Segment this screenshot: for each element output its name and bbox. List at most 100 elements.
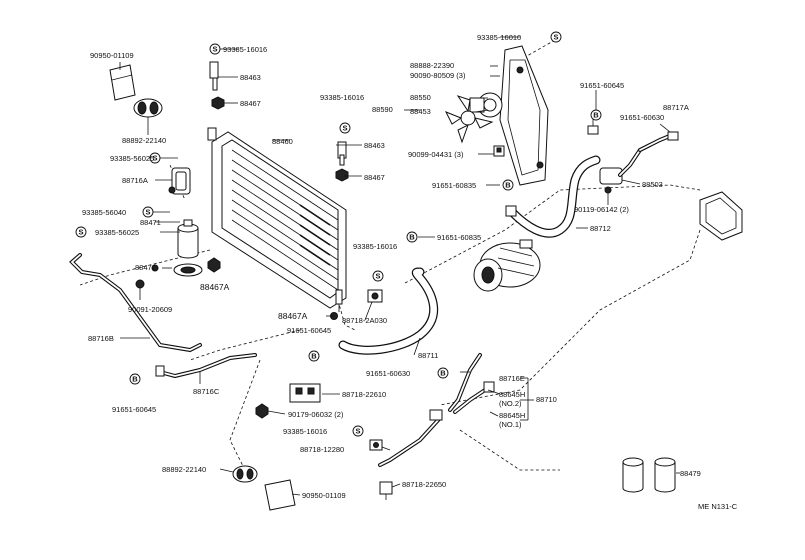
label-l29: 91651-60835 <box>437 233 481 242</box>
label-l31: 88467A <box>278 311 308 321</box>
clamp-88718-12280 <box>369 439 383 451</box>
fan-bracket-88888 <box>499 45 549 186</box>
bracket-88718-22610 <box>289 383 321 403</box>
svg-text:B: B <box>440 369 446 378</box>
label-l41: 88718-22610 <box>342 390 386 399</box>
symbol-s-3: S <box>142 206 154 218</box>
label-l30: 93385-16016 <box>353 242 397 251</box>
svg-text:B: B <box>132 375 138 384</box>
label-l14: 90091-20609 <box>128 305 172 314</box>
symbol-b-3: B <box>502 179 514 191</box>
label-l28: 91651-60835 <box>432 181 476 190</box>
symbol-s-8: S <box>352 425 364 437</box>
label-l33: 91651-60645 <box>287 326 331 335</box>
grommet-88892-top <box>133 98 163 118</box>
svg-text:S: S <box>78 228 83 237</box>
label-l22: 88888-22390 <box>410 61 454 70</box>
label-l15: 88716B <box>88 334 114 343</box>
evaporator-unit <box>699 191 743 241</box>
symbol-b-6: B <box>437 367 449 379</box>
pipe-88710 <box>378 381 495 467</box>
leader-lines <box>119 36 680 496</box>
svg-text:B: B <box>505 181 511 190</box>
symbols: S S S S S S S S B B B B B B <box>75 31 602 437</box>
fitting-88717A <box>667 131 679 141</box>
label-l49: 88710 <box>536 395 557 404</box>
label-l51: (NO.1) <box>499 420 522 429</box>
label-l27: 90099-04431 (3) <box>408 150 464 159</box>
label-l19: 88463 <box>364 141 385 150</box>
receiver-bracket-88716A <box>168 167 191 195</box>
label-l42: 90179-06032 (2) <box>288 410 344 419</box>
label-l21: 93385-16010 <box>477 33 521 42</box>
symbol-b-1: B <box>129 373 141 385</box>
label-l40: 88712 <box>590 224 611 233</box>
desiccant-88479 <box>622 457 676 493</box>
svg-text:S: S <box>342 124 347 133</box>
svg-text:S: S <box>375 272 380 281</box>
label-l09: 93385-56040 <box>82 208 126 217</box>
symbol-s-5: S <box>339 122 351 134</box>
label-l54: 88718-22650 <box>402 480 446 489</box>
label-l16: 88716C <box>193 387 220 396</box>
label-l12: 88472 <box>135 263 156 272</box>
label-l20: 88467 <box>364 173 385 182</box>
pipe-88716B <box>69 253 202 353</box>
label-l47: 88645H <box>499 390 525 399</box>
label-l25: 88453 <box>410 107 431 116</box>
label-l36: 91651-60630 <box>620 113 664 122</box>
symbol-s-4: S <box>75 226 87 238</box>
label-l48: (NO.2) <box>499 399 522 408</box>
pipe-88716C <box>155 353 257 379</box>
fan-88453 <box>444 95 494 144</box>
label-l53: 90950-01109 <box>302 491 346 500</box>
label-l17: 91651-60645 <box>112 405 156 414</box>
label-l35: 91651-60645 <box>580 81 624 90</box>
svg-text:B: B <box>409 233 415 242</box>
label-l45: 91651-60630 <box>366 369 410 378</box>
symbol-s-7: S <box>372 270 384 282</box>
label-l55: 88479 <box>680 469 701 478</box>
label-l32: 88718-2A030 <box>342 316 387 325</box>
svg-text:B: B <box>311 352 317 361</box>
label-l03: 93385-16016 <box>223 45 267 54</box>
label-l46: 88716E <box>499 374 525 383</box>
label-l56: ME N131-C <box>698 502 738 511</box>
label-l26: 88590 <box>372 105 393 114</box>
svg-text:S: S <box>212 45 217 54</box>
bolt-90091 <box>135 279 145 300</box>
label-l02: 88892-22140 <box>122 136 166 145</box>
fitting-88718-2A030 <box>367 289 383 303</box>
svg-text:S: S <box>355 427 360 436</box>
nut-88467-mid <box>335 168 349 182</box>
label-l06: 88460 <box>272 137 293 146</box>
bracket-88472 <box>151 263 203 277</box>
symbol-s-2: S <box>149 152 161 164</box>
symbol-s-6: S <box>550 31 562 43</box>
receiver-88471 <box>177 219 199 259</box>
bracket-88463-top <box>209 61 238 91</box>
svg-text:B: B <box>593 111 599 120</box>
symbol-b-2: B <box>406 231 418 243</box>
label-l07: 93385-56025 <box>110 154 154 163</box>
label-l37: 88717A <box>663 103 689 112</box>
svg-text:S: S <box>553 33 558 42</box>
pipe-88716E <box>448 353 482 412</box>
label-l39: 90119-06142 (2) <box>574 205 629 214</box>
hose-88712 <box>505 155 601 238</box>
switch-88503 <box>599 133 674 205</box>
label-l11: 93385-56025 <box>95 228 139 237</box>
svg-text:S: S <box>145 208 150 217</box>
label-l50: 88645H <box>499 411 525 420</box>
label-l08: 88716A <box>122 176 148 185</box>
cover-90950-bottom <box>264 479 296 511</box>
nut-88467-top <box>211 96 238 110</box>
label-l44: 88718-12280 <box>300 445 344 454</box>
nut-90179 <box>255 403 269 419</box>
clamp-88718-22650 <box>379 481 393 500</box>
screw-90099 <box>493 145 505 157</box>
cover-90950-top <box>109 64 136 101</box>
fan-motor-88550 <box>469 92 503 118</box>
label-l23: 90090-80509 (3) <box>410 71 466 80</box>
